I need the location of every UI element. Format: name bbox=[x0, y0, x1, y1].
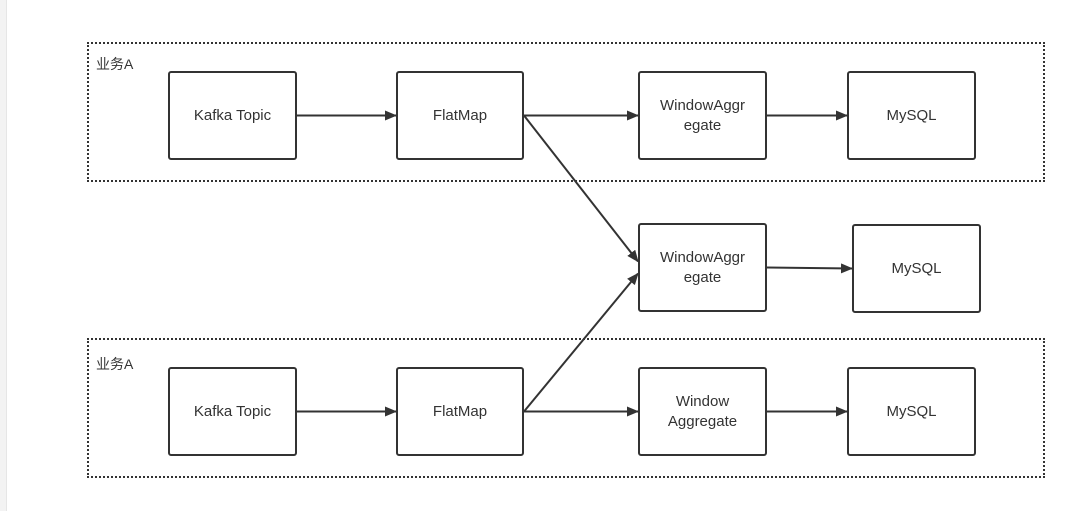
node-mid-window-aggregate-label: WindowAggr egate bbox=[659, 248, 746, 286]
node-mid-window-aggregate: WindowAggr egate bbox=[638, 223, 767, 312]
node-top-flatmap: FlatMap bbox=[396, 71, 524, 160]
node-top-window-aggregate-label: WindowAggr egate bbox=[659, 96, 746, 134]
node-bottom-flatmap: FlatMap bbox=[396, 367, 524, 456]
node-bottom-window-aggregate: Window Aggregate bbox=[638, 367, 767, 456]
node-top-kafka-topic-label: Kafka Topic bbox=[193, 106, 272, 124]
node-top-kafka-topic: Kafka Topic bbox=[168, 71, 297, 160]
node-bottom-mysql: MySQL bbox=[847, 367, 976, 456]
group-bottom bbox=[87, 338, 1045, 478]
node-bottom-flatmap-label: FlatMap bbox=[432, 402, 488, 420]
group-top-label: 业务A bbox=[96, 56, 134, 72]
group-bottom-label: 业务A bbox=[96, 356, 134, 372]
node-mid-mysql: MySQL bbox=[852, 224, 981, 313]
node-top-flatmap-label: FlatMap bbox=[432, 106, 488, 124]
node-bottom-mysql-label: MySQL bbox=[886, 402, 937, 420]
node-top-mysql-label: MySQL bbox=[886, 106, 937, 124]
node-top-window-aggregate: WindowAggr egate bbox=[638, 71, 767, 160]
edge-mid_window-to-mid_mysql bbox=[766, 263, 853, 274]
group-top bbox=[87, 42, 1045, 182]
node-bottom-kafka-topic: Kafka Topic bbox=[168, 367, 297, 456]
edge-bot_flatmap-to-mid_window bbox=[523, 272, 639, 413]
node-bottom-window-aggregate-label: Window Aggregate bbox=[667, 392, 738, 430]
node-mid-mysql-label: MySQL bbox=[891, 259, 942, 277]
node-top-mysql: MySQL bbox=[847, 71, 976, 160]
node-bottom-kafka-topic-label: Kafka Topic bbox=[193, 402, 272, 420]
edge-top_flatmap-to-mid_window bbox=[523, 114, 639, 263]
left-margin-rule bbox=[0, 0, 7, 511]
